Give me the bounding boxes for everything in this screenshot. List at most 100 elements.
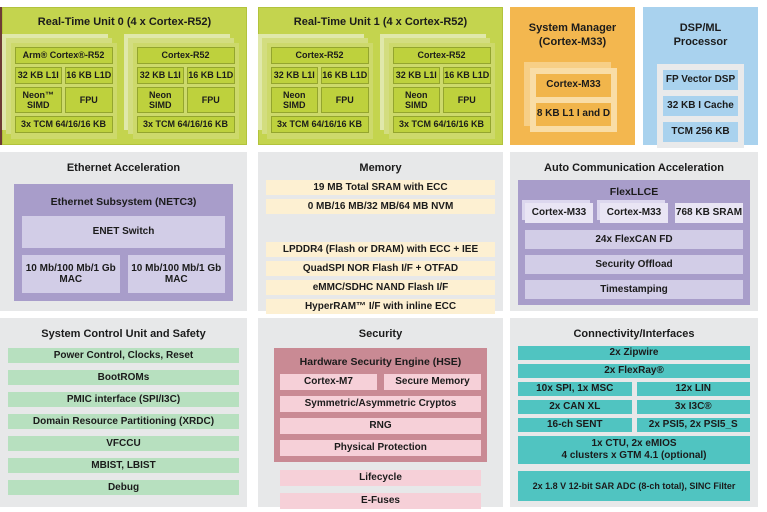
section-memory: Memory 19 MB Total SRAM with ECC 0 MB/16…: [258, 152, 503, 314]
core-cluster-row: Cortex-R52 32 KB L1I 16 KB L1D Neon SIMD…: [257, 34, 496, 139]
mac-block: 10 Mb/100 Mb/1 Gb MAC: [127, 255, 225, 293]
connectivity-rows: 2x Zipwire 2x FlexRay® 10x SPI, 1x MSC 1…: [518, 346, 750, 432]
i3c-block: 3x I3C®: [636, 400, 750, 414]
section-title: Memory: [359, 162, 402, 174]
quadspi-block: QuadSPI NOR Flash I/F + OTFAD: [266, 261, 495, 276]
safety-rows: Power Control, Clocks, Reset BootROMs PM…: [8, 348, 239, 495]
cortex-m33-block: Cortex-M33: [536, 73, 611, 97]
l1d-cache-block: 16 KB L1D: [321, 67, 369, 84]
subsystem-title: Ethernet Subsystem (NETC3): [50, 196, 197, 208]
efuses-block: E-Fuses: [280, 493, 481, 509]
lin-block: 12x LIN: [636, 382, 750, 396]
interface-pair-row: 2x CAN XL 3x I3C®: [518, 400, 750, 414]
mac-block: 10 Mb/100 Mb/1 Gb MAC: [22, 255, 120, 293]
lpddr4-block: LPDDR4 (Flash or DRAM) with ECC + IEE: [266, 242, 495, 257]
vfccu-block: VFCCU: [8, 436, 239, 451]
section-security: Security Hardware Security Engine (HSE) …: [258, 318, 503, 509]
flexllce-block: FlexLLCE Cortex-M33 Cortex-M33 768 KB SR…: [518, 180, 750, 305]
section-auto-comm-acceleration: Auto Communication Acceleration FlexLLCE…: [510, 152, 758, 311]
core-name-block: Cortex-R52: [270, 47, 369, 64]
section-title: DSP/ML Processor: [649, 21, 752, 50]
hse-core-row: Cortex-M7 Secure Memory: [280, 374, 481, 390]
core-name-block: Arm® Cortex®-R52: [14, 47, 113, 64]
debug-block: Debug: [8, 480, 239, 495]
title-line-2: Processor: [673, 36, 728, 49]
section-system-manager: System Manager (Cortex-M33) Cortex-M33 8…: [510, 7, 635, 145]
section-real-time-unit-0: Real-Time Unit 0 (4 x Cortex-R52) Arm® C…: [1, 7, 247, 145]
l1d-cache-block: 16 KB L1D: [187, 67, 235, 84]
l1i-cache-block: 32 KB L1I: [136, 67, 184, 84]
bootroms-block: BootROMs: [8, 370, 239, 385]
tcm-block: 3x TCM 64/16/16 KB: [136, 116, 235, 133]
hyperram-block: HyperRAM™ I/F with inline ECC: [266, 299, 495, 314]
can-xl-block: 2x CAN XL: [518, 400, 632, 414]
crop-edge-line: [0, 7, 2, 145]
hse-block: Hardware Security Engine (HSE) Cortex-M7…: [274, 348, 487, 462]
spacer: [266, 218, 495, 238]
psi5-block: 2x PSI5, 2x PSI5_S: [636, 418, 750, 432]
cortex-m33-block: Cortex-M33: [600, 203, 668, 223]
enet-switch-block: ENET Switch: [22, 216, 225, 248]
sar-adc-block: 2x 1.8 V 12-bit SAR ADC (8-ch total), SI…: [518, 471, 750, 501]
tcm-block: 3x TCM 64/16/16 KB: [392, 116, 491, 133]
tcm-block: 3x TCM 64/16/16 KB: [14, 116, 113, 133]
title-line-1: System Manager: [528, 22, 617, 34]
title-line-1: DSP/ML: [679, 22, 722, 34]
core-name-block: Cortex-R52: [136, 47, 235, 64]
nvm-block: 0 MB/16 MB/32 MB/64 MB NVM: [266, 199, 495, 214]
section-title: Auto Communication Acceleration: [544, 162, 724, 174]
l1d-cache-block: 16 KB L1D: [443, 67, 491, 84]
section-title: Ethernet Acceleration: [66, 162, 181, 174]
sram-block: 19 MB Total SRAM with ECC: [266, 180, 495, 195]
fpu-block: FPU: [187, 87, 235, 113]
hse-title: Hardware Security Engine (HSE): [299, 356, 462, 368]
sent-block: 16-ch SENT: [518, 418, 632, 432]
power-control-block: Power Control, Clocks, Reset: [8, 348, 239, 363]
fpu-block: FPU: [443, 87, 491, 113]
fpu-block: FPU: [321, 87, 369, 113]
cryptos-block: Symmetric/Asymmetric Cryptos: [280, 396, 481, 412]
secure-memory-block: Secure Memory: [384, 374, 481, 390]
flexcan-block: 24x FlexCAN FD: [525, 230, 743, 249]
flexllce-title: FlexLLCE: [609, 186, 659, 198]
physical-protection-block: Physical Protection: [280, 440, 481, 456]
l1i-cache-block: 32 KB L1I: [392, 67, 440, 84]
section-dsp-ml-processor: DSP/ML Processor FP Vector DSP 32 KB I C…: [643, 7, 758, 148]
section-ethernet-acceleration: Ethernet Acceleration Ethernet Subsystem…: [0, 152, 247, 311]
neon-simd-block: Neon™ SIMD: [14, 87, 62, 113]
flexllce-rows: 24x FlexCAN FD Security Offload Timestam…: [525, 230, 743, 299]
m33-stack: Cortex-M33: [597, 200, 668, 223]
core-card: Arm® Cortex®-R52 32 KB L1I 16 KB L1D Neo…: [10, 43, 117, 139]
sram-block: 768 KB SRAM: [675, 203, 743, 223]
section-title: Security: [358, 328, 403, 340]
ethernet-subsystem-block: Ethernet Subsystem (NETC3) ENET Switch 1…: [14, 184, 233, 301]
hse-rows: Symmetric/Asymmetric Cryptos RNG Physica…: [280, 396, 481, 456]
core-card: Cortex-R52 32 KB L1I 16 KB L1D Neon SIMD…: [266, 43, 373, 139]
l1i-cache-block: 32 KB L1I: [14, 67, 62, 84]
interface-pair-row: 10x SPI, 1x MSC 12x LIN: [518, 382, 750, 396]
l1d-cache-block: 16 KB L1D: [65, 67, 113, 84]
mac-row: 10 Mb/100 Mb/1 Gb MAC 10 Mb/100 Mb/1 Gb …: [22, 255, 225, 293]
core-card: Cortex-R52 32 KB L1I 16 KB L1D Neon SIMD…: [388, 43, 495, 139]
cortex-m7-block: Cortex-M7: [280, 374, 377, 390]
section-system-control-safety: System Control Unit and Safety Power Con…: [0, 318, 247, 507]
emmc-block: eMMC/SDHC NAND Flash I/F: [266, 280, 495, 295]
core-cluster-row: Arm® Cortex®-R52 32 KB L1I 16 KB L1D Neo…: [1, 34, 240, 139]
title-line-2: (Cortex-M33): [538, 36, 607, 49]
section-real-time-unit-1: Real-Time Unit 1 (4 x Cortex-R52) Cortex…: [257, 7, 503, 145]
l1i-cache-block: 32 KB L1I: [270, 67, 318, 84]
tcm-block: 3x TCM 64/16/16 KB: [270, 116, 369, 133]
interface-pair-row: 16-ch SENT 2x PSI5, 2x PSI5_S: [518, 418, 750, 432]
section-title: Real-Time Unit 1 (4 x Cortex-R52): [293, 16, 468, 28]
pmic-interface-block: PMIC interface (SPI/I3C): [8, 392, 239, 407]
core-name-block: Cortex-R52: [392, 47, 491, 64]
security-outer-rows: Lifecycle E-Fuses: [280, 470, 481, 509]
core-stack: Cortex-R52 32 KB L1I 16 KB L1D Neon SIMD…: [379, 34, 495, 139]
ctu-emios-gtm-block: 1x CTU, 2x eMIOS 4 clusters x GTM 4.1 (o…: [518, 436, 750, 464]
rng-block: RNG: [280, 418, 481, 434]
fp-vector-dsp-block: FP Vector DSP: [663, 69, 738, 90]
core-stack: Cortex-R52 32 KB L1I 16 KB L1D Neon SIMD…: [123, 34, 239, 139]
core-stack: Arm® Cortex®-R52 32 KB L1I 16 KB L1D Neo…: [1, 34, 117, 139]
icache-block: 32 KB I Cache: [663, 95, 738, 116]
